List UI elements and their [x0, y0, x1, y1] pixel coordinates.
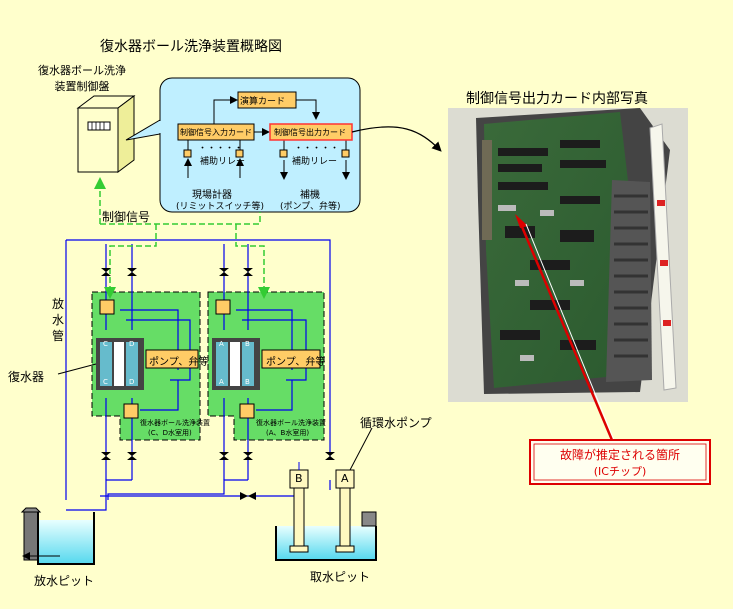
unit-ab-sub: (A、B水室用) — [266, 429, 310, 437]
fault-indicator-line — [518, 221, 614, 441]
auxiliary-equipment-sub: (ポンプ、弁等) — [280, 202, 341, 212]
unit-cd-letter-3: C — [103, 378, 108, 386]
unit-ab-letter-4: B — [245, 378, 250, 386]
control-signal-label: 制御信号 — [102, 210, 151, 224]
control-panel-line2: 装置制御盤 — [54, 80, 110, 93]
control-panel-line1: 復水器ボール洗浄 — [38, 64, 126, 77]
callout-dots-right: ・・・・・ — [294, 144, 340, 154]
unit-ab-letter-2: B — [245, 340, 250, 348]
input-card — [177, 123, 255, 141]
fault-label-line1: 故障が推定される箇所 — [559, 448, 680, 462]
circulating-pump-label: 循環水ポンプ — [360, 416, 432, 430]
aux-relay-left: 補助リレー — [200, 157, 246, 167]
unit-cd-letter-1: C — [103, 340, 108, 348]
unit-cd-sub: (C、D水室用) — [148, 429, 192, 437]
control-panel — [76, 95, 136, 173]
discharge-pipe-char-2: 水 — [52, 313, 65, 327]
unit-ab-letter-3: A — [219, 378, 224, 386]
condenser-label: 復水器 — [8, 370, 45, 384]
valves — [101, 268, 335, 500]
photo-arrow — [351, 126, 442, 152]
input-card-label: 制御信号入力カード — [180, 128, 252, 137]
pump-valve-label-ab: ポンプ、弁等 — [266, 357, 326, 368]
intake-pit-label: 取水ピット — [310, 570, 371, 584]
unit-cd-letter-4: D — [129, 378, 135, 386]
intake-pit — [275, 511, 377, 561]
auxiliary-equipment: 補機 — [300, 190, 320, 201]
aux-relay-right: 補助リレー — [292, 157, 338, 167]
discharge-pipe-char-3: 管 — [52, 329, 65, 343]
pcb-photo — [448, 108, 688, 402]
unit-ab-caption: 復水器ボール洗浄装置 — [256, 419, 326, 427]
photo-title: 制御信号出力カード内部写真 — [466, 91, 648, 107]
pump-letter-b: B — [295, 472, 303, 485]
compute-card — [237, 91, 297, 109]
fault-label-box — [529, 439, 711, 485]
unit-cd-letter-2: D — [129, 340, 135, 348]
field-instruments: 現場計器 — [192, 190, 232, 201]
unit-ab-letter-1: A — [219, 340, 224, 348]
field-instruments-sub: (リミットスイッチ等) — [176, 202, 265, 212]
circulating-pump-a — [335, 469, 355, 553]
condenser-ab — [212, 338, 260, 390]
condenser-cd — [96, 338, 144, 390]
pump-letter-a: A — [341, 472, 349, 485]
circulating-pump-b — [289, 469, 309, 553]
discharge-pit-label: 放水ピット — [34, 574, 95, 588]
compute-card-label: 演算カード — [240, 97, 286, 107]
control-panel-label: 復水器ボール洗浄 装置制御盤 — [28, 62, 136, 94]
discharge-pit — [20, 507, 95, 565]
pump-valve-label-cd: ポンプ、弁等 — [149, 357, 209, 368]
unit-cd-caption: 復水器ボール洗浄装置 — [140, 419, 210, 427]
pump-valve-box-cd — [145, 349, 199, 369]
discharge-pipe-char-1: 放 — [52, 297, 65, 311]
callout-dots-left: ・・・・・ — [198, 144, 244, 154]
discharge-pipe-label: 放 水 管 — [52, 296, 64, 344]
page-title: 復水器ボール洗浄装置概略図 — [100, 39, 282, 55]
output-card-label: 制御信号出力カード — [274, 128, 346, 137]
pump-valve-box-ab — [261, 349, 321, 369]
fault-label-line2: (ICチップ) — [593, 465, 647, 478]
